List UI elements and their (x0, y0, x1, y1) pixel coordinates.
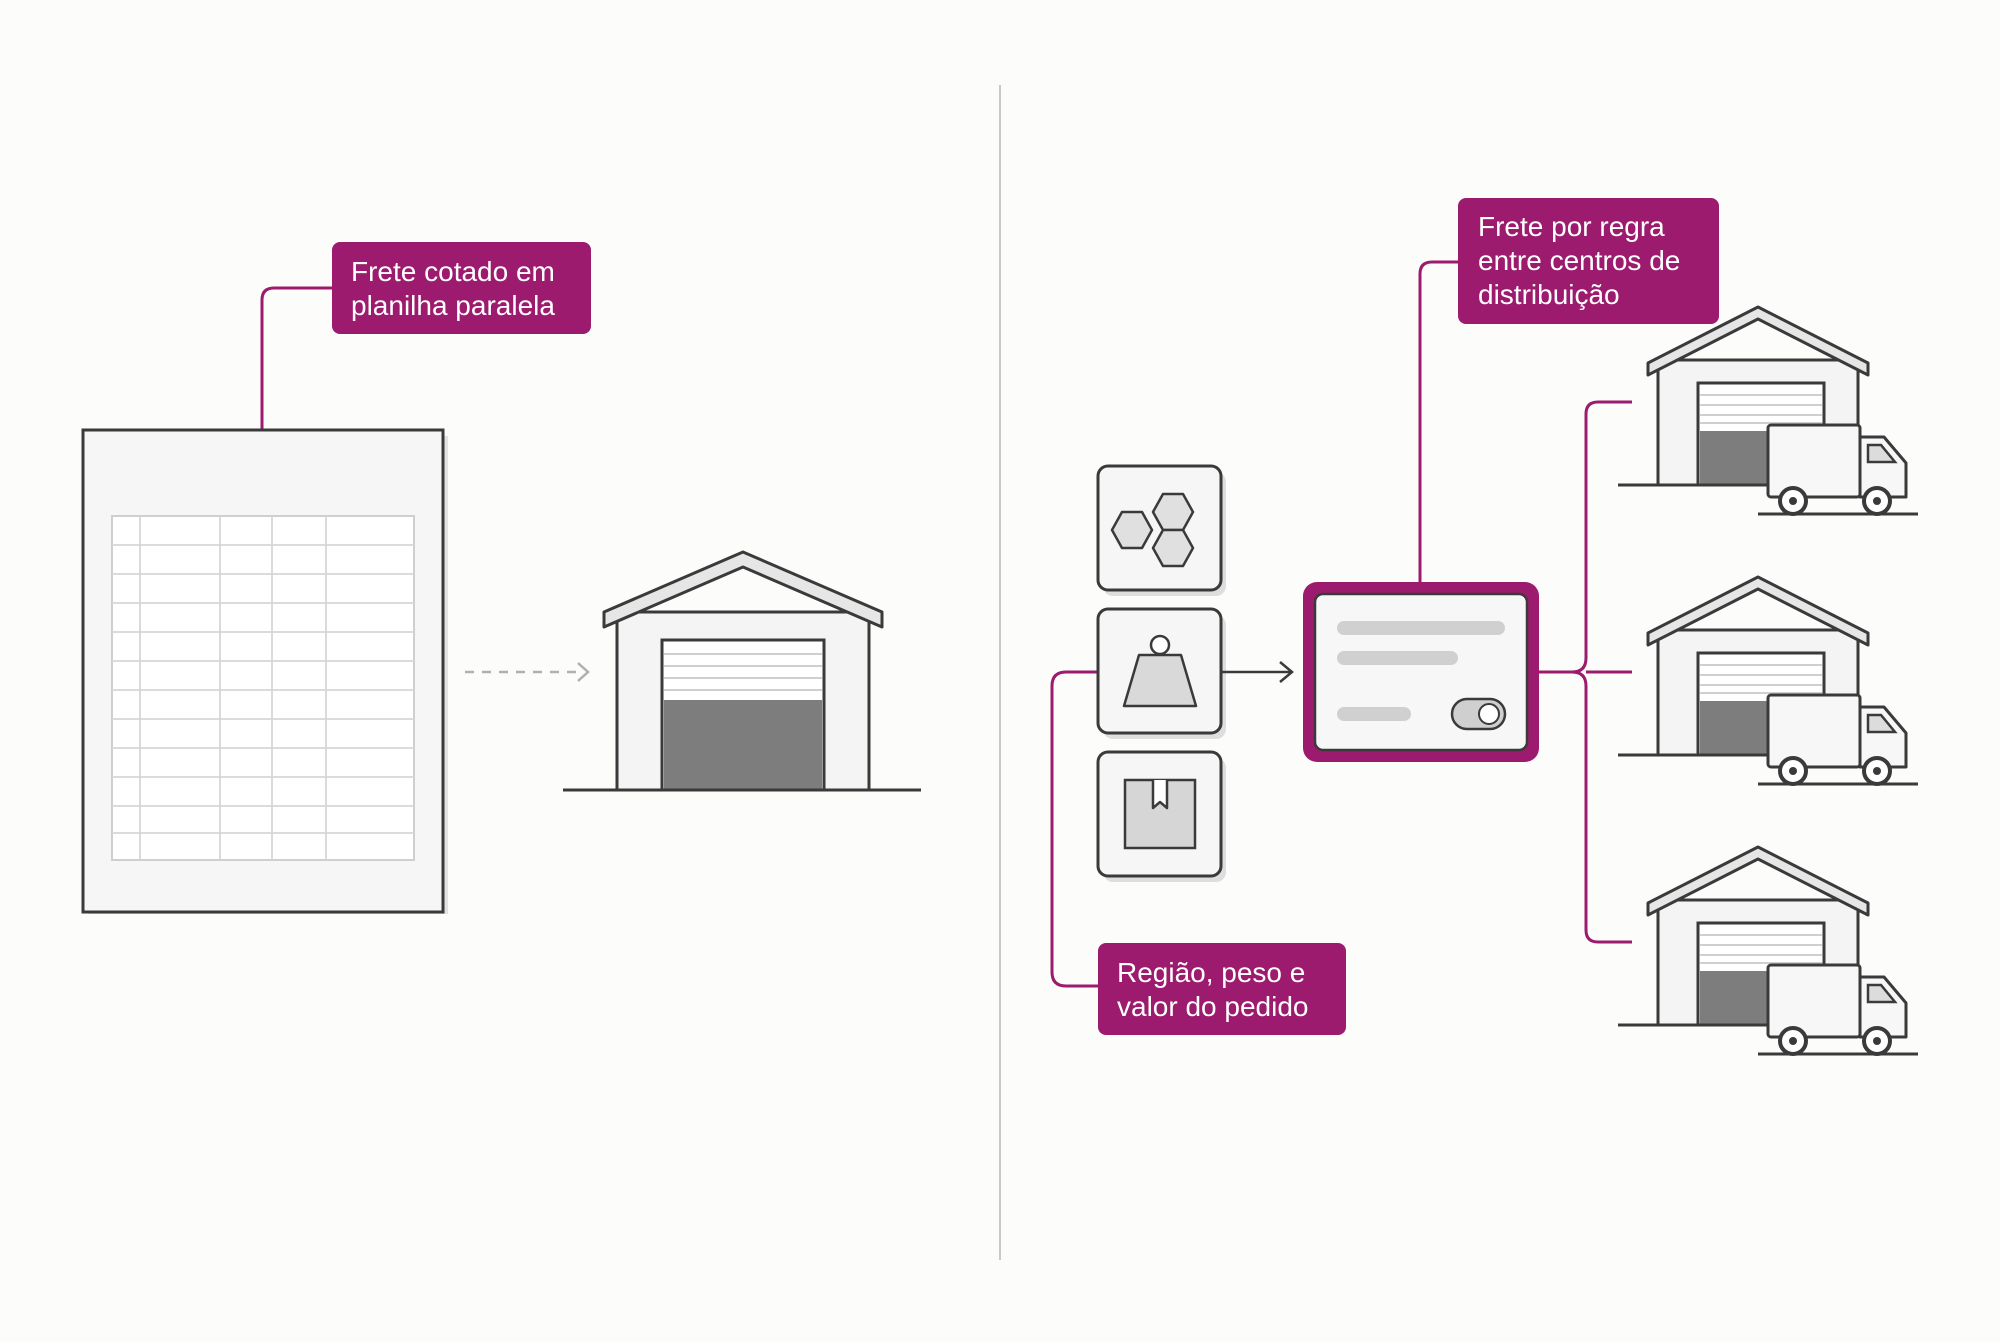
spreadsheet-icon (81, 428, 448, 914)
warehouse-truck-icon (1616, 575, 1920, 786)
package-tile (1096, 750, 1226, 882)
top-callout-connector (1418, 260, 1462, 582)
package-icon (1123, 778, 1197, 850)
left-callout-connector (260, 286, 334, 430)
weight-tile (1096, 607, 1226, 739)
callout-order-attributes: Região, peso e valor do pedido (1098, 943, 1346, 1035)
rule-card (1303, 582, 1539, 762)
bottom-callout-connector (1050, 670, 1099, 988)
branch-connector (1539, 400, 1632, 944)
callout-spreadsheet-freight: Frete cotado em planilha paralela (332, 242, 591, 334)
callout-line: planilha paralela (351, 290, 555, 321)
left-panel: Frete cotado em planilha paralela (81, 242, 921, 914)
callout-line: entre centros de (1478, 245, 1680, 276)
callout-line: distribuição (1478, 279, 1620, 310)
callout-line: valor do pedido (1117, 991, 1308, 1022)
hexagon-cluster-tile (1096, 464, 1226, 596)
dashed-arrow (465, 662, 590, 682)
warehouse-truck-icon (1616, 305, 1920, 516)
toggle-switch (1450, 697, 1507, 731)
input-arrow (1222, 661, 1294, 683)
callout-line: Frete cotado em (351, 256, 555, 287)
warehouse-icon (563, 550, 921, 792)
weight-icon (1122, 634, 1198, 708)
callout-line: Frete por regra (1478, 211, 1665, 242)
callout-rule-freight: Frete por regra entre centros de distrib… (1458, 198, 1719, 324)
warehouse-truck-icon (1616, 845, 1920, 1056)
hexagon-cluster-icon (1110, 492, 1195, 568)
callout-line: Região, peso e (1117, 957, 1305, 988)
right-panel: Frete por regra entre centros de distrib… (1050, 198, 1920, 1056)
